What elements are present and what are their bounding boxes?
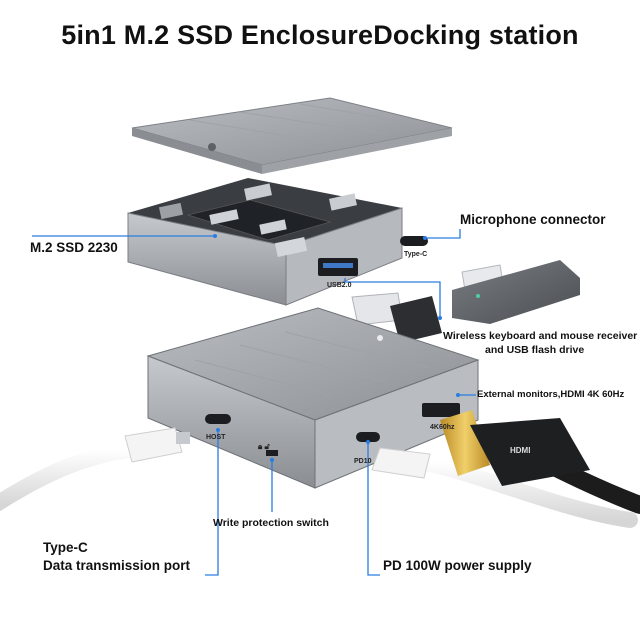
typec-port [400, 236, 428, 246]
write-protect-switch [266, 450, 278, 456]
lock-icon: 🔒︎ 🔓︎ [258, 442, 270, 451]
hdmi-port [422, 403, 460, 417]
callout-ssd: M.2 SSD 2230 [30, 240, 118, 255]
callout-wireless-line1: Wireless keyboard and mouse receiver [443, 330, 638, 342]
top-lid [131, 97, 453, 174]
callout-microphone: Microphone connector [460, 212, 606, 227]
host-port-label: HOST [206, 434, 226, 441]
pd-port [356, 432, 380, 442]
pd-port-label: PD10 [354, 458, 372, 465]
hdmi-plug-label: HDMI [510, 446, 531, 455]
enclosure-tray [127, 178, 428, 306]
usb-dongle [351, 292, 442, 343]
callout-monitors: External monitors,HDMI 4K 60Hz [477, 389, 625, 400]
m2-ssd-card [186, 199, 332, 241]
callout-wireless-line2: and USB flash drive [485, 344, 585, 356]
callout-dots [213, 234, 460, 462]
host-port [205, 414, 231, 424]
page-title: 5in1 M.2 SSD EnclosureDocking station [61, 20, 579, 50]
typec-adapter [452, 260, 580, 324]
callout-lines [32, 229, 476, 576]
typec-cable-left [0, 427, 190, 512]
hdmi-cable [440, 410, 640, 514]
callout-pd: PD 100W power supply [383, 558, 532, 573]
callout-write-protect: Write protection switch [213, 517, 329, 529]
callout-typec-line2: Data transmission port [43, 558, 191, 573]
hdmi-port-label: 4K60hz [430, 424, 455, 431]
callout-typec-line1: Type-C [43, 540, 88, 555]
typec-port-label: Type-C [404, 251, 428, 258]
usb-port-label: USB2.0 [327, 282, 352, 289]
screw-icon [208, 143, 216, 151]
pd-cable [371, 447, 638, 528]
dock-body [146, 307, 480, 489]
